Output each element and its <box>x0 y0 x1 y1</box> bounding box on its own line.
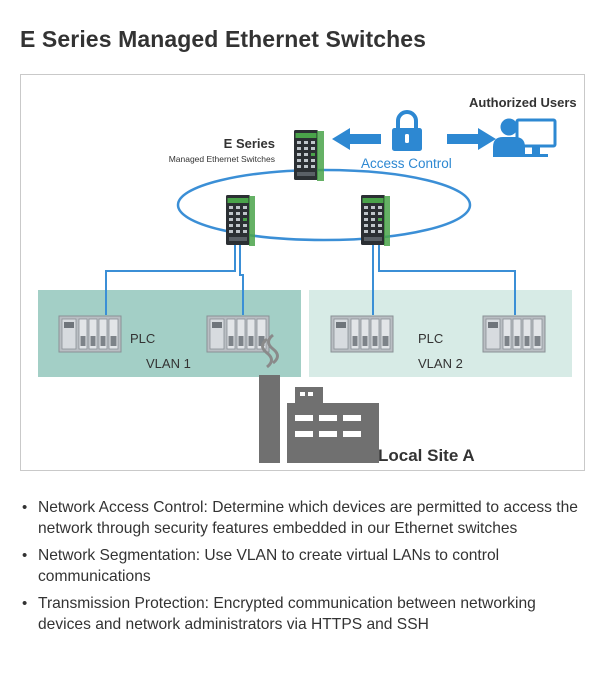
managed-switches-label: Managed Ethernet Switches <box>169 154 275 164</box>
e-series-label: E Series <box>224 136 275 151</box>
switch-icon <box>361 195 390 246</box>
plc-icon <box>482 315 546 353</box>
access-control-label: Access Control <box>361 156 452 171</box>
vlan2-label: VLAN 2 <box>418 356 463 371</box>
switch-icon <box>226 195 255 246</box>
plc-icon <box>330 315 394 353</box>
feature-item: Network Access Control: Determine which … <box>20 497 590 539</box>
plc-right-label: PLC <box>418 331 443 346</box>
access-arrows <box>332 128 496 150</box>
plc-icon <box>206 315 270 353</box>
feature-item: Network Segmentation: Use VLAN to create… <box>20 545 590 587</box>
user-computer-icon <box>493 118 557 157</box>
authorized-users-label: Authorized Users <box>469 95 577 110</box>
network-links <box>105 243 516 315</box>
plc-left-label: PLC <box>130 331 155 346</box>
local-site-label: Local Site A <box>378 446 475 465</box>
plc-icon <box>58 315 122 353</box>
switch-icon <box>294 130 324 181</box>
feature-list: Network Access Control: Determine which … <box>20 497 590 641</box>
vlan1-label: VLAN 1 <box>146 356 191 371</box>
feature-item: Transmission Protection: Encrypted commu… <box>20 593 590 635</box>
lock-icon <box>392 110 422 151</box>
network-diagram: Authorized Users E Series Managed Ethern… <box>20 74 585 471</box>
page-title: E Series Managed Ethernet Switches <box>20 26 427 52</box>
factory-icon <box>259 333 379 463</box>
